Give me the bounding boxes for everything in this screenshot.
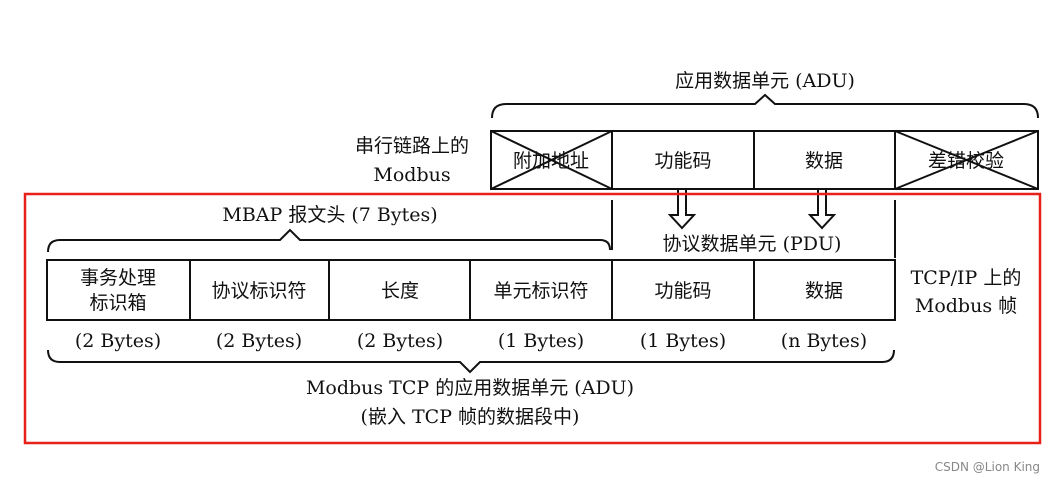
- tcp-cell: [46, 259, 191, 321]
- serial-side-label-2: Modbus: [373, 164, 450, 186]
- tcp-adu-label-1: Modbus TCP 的应用数据单元 (ADU): [306, 377, 634, 399]
- serial-adu-brace: [491, 93, 1039, 119]
- byte-size: (n Bytes): [781, 330, 867, 352]
- tcp-side-label-2: Modbus 帧: [915, 295, 1017, 317]
- highlight-box: [23, 192, 1042, 445]
- tcp-cell: [611, 259, 755, 321]
- tcp-adu-label-2: (嵌入 TCP 帧的数据段中): [361, 406, 580, 428]
- mbap-label: MBAP 报文头 (7 Bytes): [222, 204, 437, 226]
- guide-lines: [611, 200, 896, 258]
- serial-frame-row: 附加地址 功能码 数据 差错校验: [490, 130, 1039, 190]
- serial-cell-label: 附加地址: [513, 150, 589, 172]
- serial-cell-label: 差错校验: [928, 150, 1004, 172]
- tcp-cell: [753, 259, 896, 321]
- serial-cell-label: 功能码: [654, 150, 711, 172]
- byte-size: (2 Bytes): [357, 330, 443, 352]
- tcp-cell-label: 标识箱: [89, 292, 146, 314]
- tcp-cell-label: 长度: [381, 280, 419, 302]
- tcp-cell-label: 功能码: [654, 280, 711, 302]
- byte-size: (1 Bytes): [498, 330, 584, 352]
- tcp-cell-label: 数据: [805, 280, 843, 302]
- byte-sizes: (2 Bytes) (2 Bytes) (2 Bytes) (1 Bytes) …: [75, 330, 867, 352]
- down-arrow-icon: [667, 189, 697, 230]
- serial-side-label-1: 串行链路上的: [355, 135, 469, 157]
- cross-out-marks: [490, 130, 1039, 190]
- serial-cell-label: 数据: [805, 150, 843, 172]
- serial-cell-function: [611, 130, 755, 190]
- serial-cell-data: [753, 130, 896, 190]
- tcp-frame-row: 事务处理 标识箱 协议标识符 长度 单元标识符 功能码 数据: [46, 259, 896, 321]
- tcp-cell-label: 单元标识符: [493, 280, 588, 302]
- tcp-cell-label: 事务处理: [80, 267, 156, 289]
- tcp-cell: [469, 259, 613, 321]
- mbap-brace: [47, 228, 611, 253]
- tcp-adu-brace: [47, 349, 895, 374]
- tcp-side-label-1: TCP/IP 上的: [911, 267, 1022, 289]
- byte-size: (2 Bytes): [216, 330, 302, 352]
- serial-adu-label: 应用数据单元 (ADU): [675, 70, 855, 92]
- tcp-cell-label: 协议标识符: [211, 280, 306, 302]
- byte-size: (2 Bytes): [75, 330, 161, 352]
- byte-size: (1 Bytes): [640, 330, 726, 352]
- watermark: CSDN @Lion King: [935, 460, 1040, 474]
- down-arrow-icon: [807, 189, 837, 230]
- pdu-label: 协议数据单元 (PDU): [663, 233, 842, 255]
